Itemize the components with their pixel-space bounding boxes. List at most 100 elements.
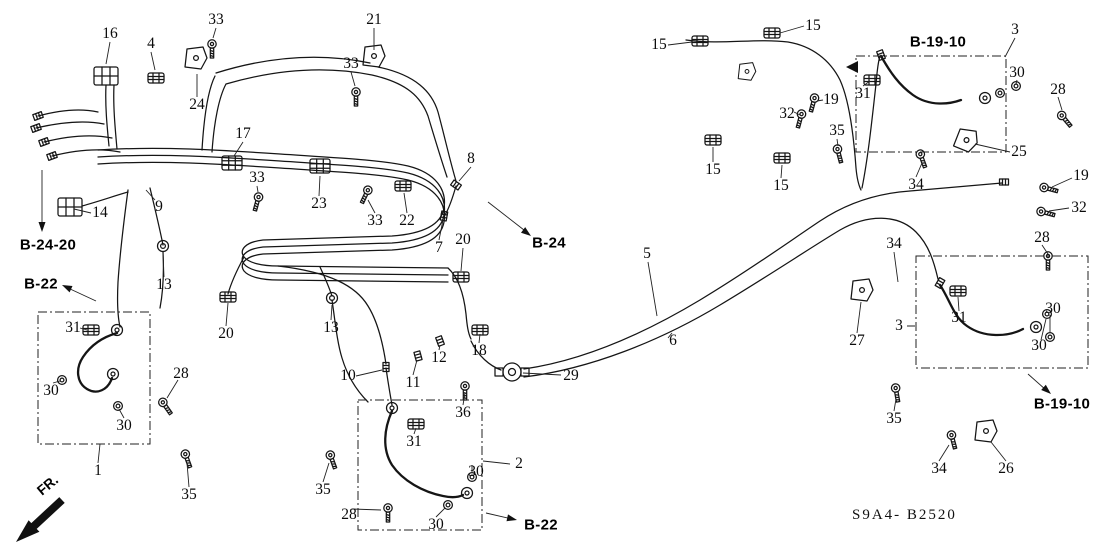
bracket-icon: [850, 278, 874, 302]
ref-label-B-19-10: B-19-10: [909, 33, 967, 51]
part-label-35: 35: [886, 410, 902, 427]
assembly-boxes: [37, 55, 1089, 531]
part-label-30: 30: [43, 382, 59, 399]
part-label-27: 27: [849, 332, 865, 349]
part-label-33: 33: [343, 55, 359, 72]
part-label-23: 23: [311, 195, 327, 212]
part-label-19: 19: [1073, 167, 1089, 184]
part-label-30: 30: [116, 417, 132, 434]
part-label-15: 15: [705, 161, 721, 178]
part-label-15: 15: [773, 177, 789, 194]
arrowhead-icon: [38, 222, 46, 232]
bolt-icon: [1055, 108, 1075, 130]
clip-icon: [949, 285, 967, 297]
part-label-31: 31: [855, 85, 871, 102]
part-label-26: 26: [998, 460, 1014, 477]
joint-connector-icon: [93, 66, 119, 86]
fr-arrow-icon: [16, 497, 65, 542]
part-label-32: 32: [779, 105, 795, 122]
bolt-icon: [383, 503, 393, 523]
part-label-12: 12: [431, 349, 447, 366]
ref-label-B-24: B-24: [532, 234, 566, 252]
part-label-36: 36: [455, 404, 471, 421]
pipe-fitting-icon: [413, 350, 423, 362]
part-label-3: 3: [1011, 21, 1019, 38]
ref-label-B-22: B-22: [524, 516, 558, 534]
pipe-fitting-icon: [998, 178, 1010, 186]
part-label-28: 28: [173, 365, 189, 382]
bracket-icon: [737, 62, 757, 81]
clip-icon: [773, 152, 791, 164]
part-label-35: 35: [315, 481, 331, 498]
part-label-34: 34: [886, 235, 902, 252]
part-label-31: 31: [65, 319, 81, 336]
part-label-33: 33: [249, 169, 265, 186]
proportioning-valve-icon: [494, 362, 530, 382]
fr-direction-label: FR.: [34, 472, 62, 499]
brake-pipes: [35, 39, 1025, 499]
arrowhead-icon: [521, 227, 531, 236]
components: [30, 27, 1075, 523]
ref-label-B-19-10: B-19-10: [1033, 395, 1091, 413]
part-label-11: 11: [405, 374, 421, 391]
bolt-icon: [460, 381, 470, 401]
part-label-30: 30: [1045, 300, 1061, 317]
part-label-13: 13: [156, 276, 172, 293]
part-label-28: 28: [341, 506, 357, 523]
part-label-30: 30: [428, 516, 444, 533]
clip-icon: [394, 180, 412, 192]
pipe-fitting-icon: [449, 179, 463, 191]
joint-connector-icon: [57, 197, 83, 217]
part-label-15: 15: [651, 36, 667, 53]
bolt-icon: [1043, 251, 1053, 271]
part-label-7: 7: [435, 239, 443, 256]
bracket-icon: [974, 419, 998, 443]
bolt-icon: [156, 395, 175, 417]
part-label-20: 20: [218, 325, 234, 342]
reference-arrows: [38, 61, 1051, 522]
leader-lines: [52, 25, 1073, 518]
bolt-icon: [1035, 205, 1057, 220]
clip-icon: [407, 418, 425, 430]
part-label-21: 21: [366, 11, 382, 28]
arrowhead-icon: [1041, 384, 1051, 394]
clip-icon: [471, 324, 489, 336]
bolt-icon: [793, 108, 808, 130]
bolt-icon: [324, 449, 340, 471]
bolt-icon: [207, 39, 217, 59]
part-label-4: 4: [147, 35, 155, 52]
part-label-30: 30: [1009, 64, 1025, 81]
part-label-9: 9: [155, 198, 163, 215]
part-label-33: 33: [208, 11, 224, 28]
pipe-fitting-icon: [435, 335, 445, 347]
ref-label-B-24-20: B-24-20: [19, 236, 77, 254]
part-label-10: 10: [340, 367, 356, 384]
bolt-icon: [351, 87, 361, 107]
part-label-35: 35: [829, 122, 845, 139]
arrowhead-icon: [62, 285, 73, 293]
part-label-31: 31: [406, 433, 422, 450]
part-label-29: 29: [563, 367, 579, 384]
hose-fitting-icon: [1029, 320, 1043, 334]
ref-label-B-22: B-22: [24, 275, 58, 293]
bolt-icon: [806, 92, 821, 114]
part-label-24: 24: [189, 96, 205, 113]
bolt-icon: [1038, 181, 1060, 196]
hose-fitting-icon: [460, 486, 474, 500]
part-label-3: 3: [895, 317, 903, 334]
part-label-22: 22: [399, 212, 415, 229]
bolt-icon: [890, 382, 903, 404]
part-label-2: 2: [515, 455, 523, 472]
bracket-icon: [952, 125, 981, 155]
hose-fitting-icon: [978, 91, 992, 105]
part-label-18: 18: [471, 342, 487, 359]
part-label-15: 15: [805, 17, 821, 34]
bolt-icon: [250, 191, 265, 213]
part-label-28: 28: [1050, 81, 1066, 98]
part-label-30: 30: [1031, 337, 1047, 354]
part-label-16: 16: [102, 25, 118, 42]
part-label-35: 35: [181, 486, 197, 503]
diagram-code: S9A4- B2520: [852, 507, 957, 523]
part-label-14: 14: [92, 204, 108, 221]
arrowhead-icon: [506, 514, 517, 522]
